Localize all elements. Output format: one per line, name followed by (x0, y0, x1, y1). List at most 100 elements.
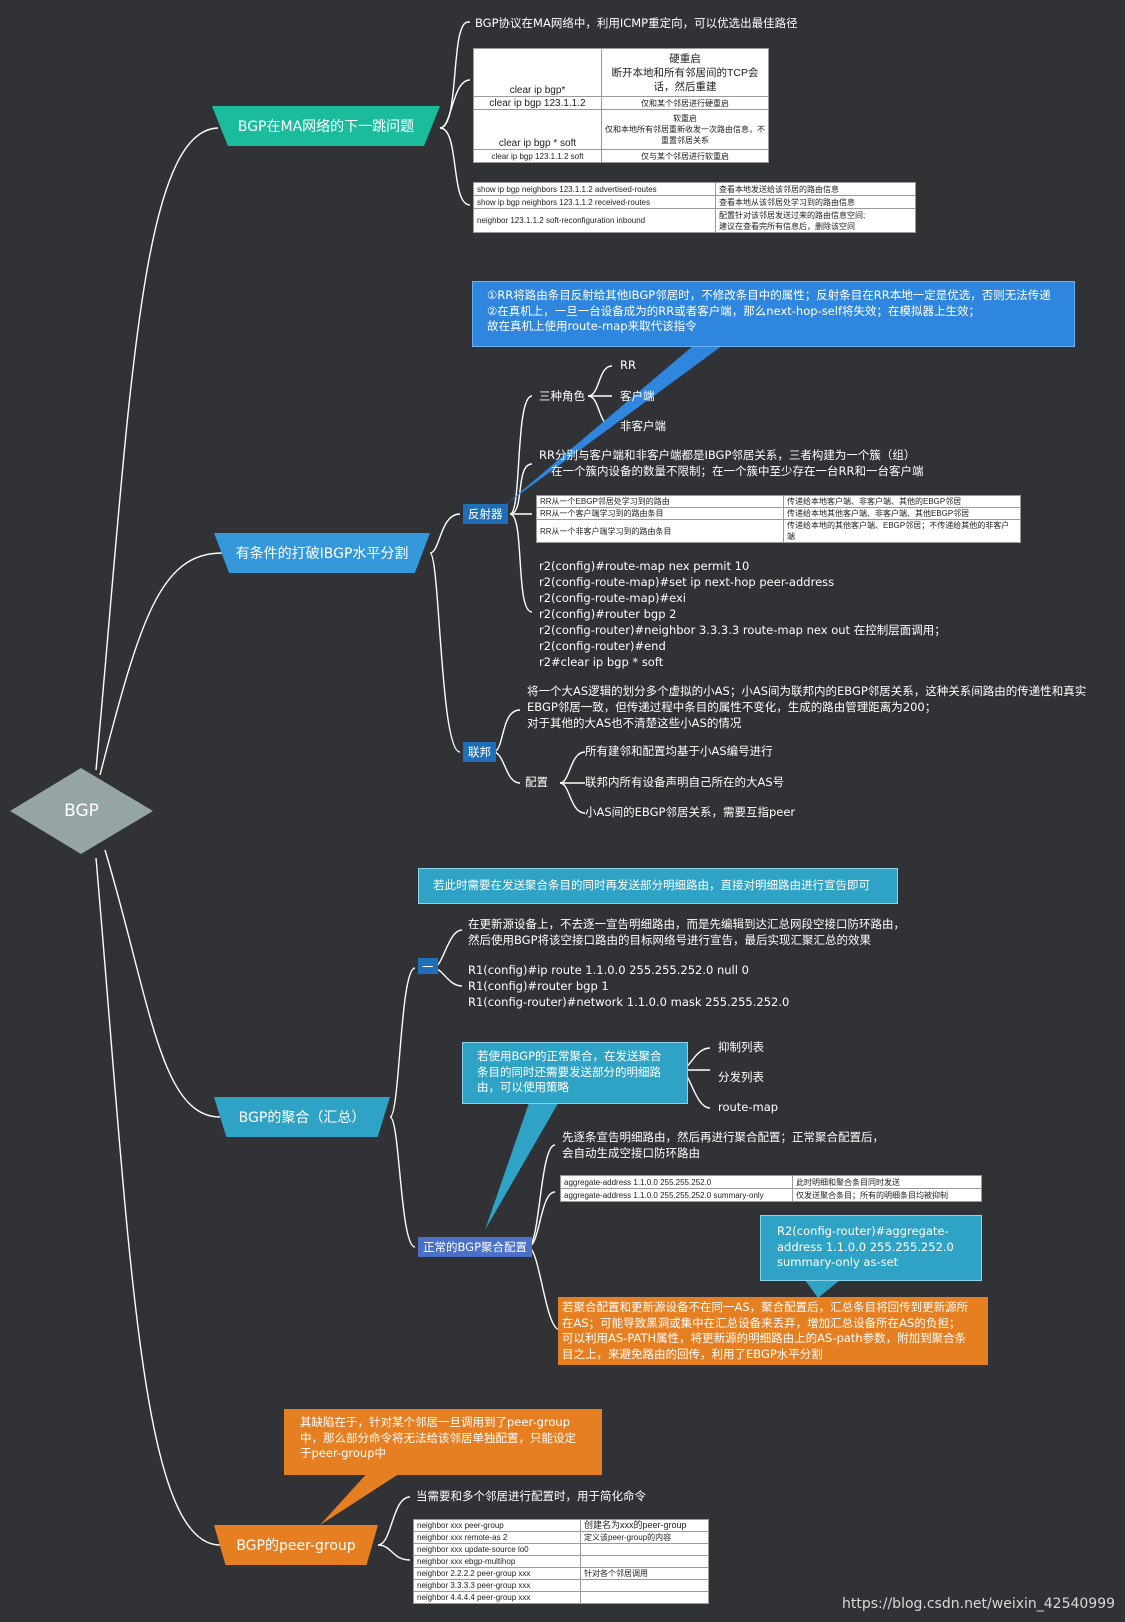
callout-line: 于peer-group中 (300, 1446, 386, 1460)
table-cell (580, 1555, 709, 1568)
roles-label: 三种角色 (539, 389, 585, 403)
normal-aggregation-tag[interactable]: 正常的BGP聚合配置 (418, 1237, 533, 1257)
note-line: 在AS；可能导致黑洞或集中在汇总设备来丢弃，增加汇总设备所在AS的负担； (562, 1315, 961, 1330)
peer-group-note: 当需要和多个邻居进行配置时，用于简化命令 (416, 1489, 646, 1503)
table-cell: clear ip bgp * soft (473, 109, 602, 150)
reflector-tag[interactable]: 反射器 (463, 504, 508, 524)
table-cell (580, 1591, 709, 1604)
desc-line: 然后使用BGP将该空接口路由的目标网络号进行宣告，最后实现汇聚汇总的效果 (468, 933, 872, 947)
table-cell: 仅发送聚合条目；所有的明细条目均被抑制 (792, 1188, 982, 1202)
rr-relation-line2: 在一个簇内设备的数量不限制；在一个簇中至少存在一台RR和一台客户端 (551, 464, 924, 478)
table-cell: 传递给本地客户端、非客户端、其他的EBGP邻居 (783, 495, 1021, 508)
command-line: R1(config)#router bgp 1 (468, 979, 609, 993)
confed-config-label: 配置 (525, 775, 548, 789)
table-cell (580, 1579, 709, 1592)
table-cell: 传递给本地的其他客户端、EBGP邻居；不传递给其他的非客户端 (783, 519, 1021, 543)
table-cell: RR从一个EBGP邻居处学习到的路由 (536, 495, 784, 508)
note-line: 可以利用AS-PATH属性，将更新源的明细路由上的AS-path参数，附加到聚合… (562, 1331, 967, 1345)
callout-line: 若使用BGP的正常聚合，在发送聚合 (477, 1049, 662, 1063)
watermark: https://blog.csdn.net/weixin_42540999 (842, 1596, 1116, 1612)
role-client: 客户端 (620, 389, 655, 403)
detail-route-callout: 若此时需要在发送聚合条目的同时再发送部分明细路由，直接对明细路由进行宣告即可 (418, 868, 898, 904)
table-cell: RR从一个客户端学习到的路由条目 (536, 507, 784, 520)
root-label: BGP (64, 801, 99, 821)
confed-desc-line: 将一个大AS逻辑的划分多个虚拟的小AS；小AS间为联邦内的EBGP邻居关系，这种… (527, 684, 1087, 698)
command-line: r2(config-route-map)#exi (539, 591, 686, 605)
rr-callout: ①RR将路由条目反射给其他IBGP邻居时，不修改条目中的属性；反射条目在RR本地… (472, 281, 1075, 347)
command-line: r2(config-route-map)#set ip next-hop pee… (539, 575, 835, 589)
table-cell: clear ip bgp 123.1.1.2 (473, 96, 602, 110)
confed-desc-line: EBGP邻居一致，但传递过程中条目的属性不变化，生成的路由管理距离为200； (527, 700, 937, 714)
table-cell: aggregate-address 1.1.0.0 255.255.252.0 … (560, 1188, 793, 1202)
normal-aggregation-desc: 先逐条宣告明细路由，然后再进行聚合配置；正常聚合配置后， 会自动生成空接口防环路… (562, 1129, 884, 1161)
table-cell: RR从一个非客户端学习到的路由条目 (536, 519, 784, 543)
table-cell: neighbor xxx ebgp-multihop (413, 1555, 581, 1568)
root-node[interactable]: BGP (10, 768, 153, 854)
branch-ibgp-split-horizon[interactable]: 有条件的打破IBGP水平分割 (214, 533, 430, 573)
table-cell: 传递给本地其他客户端、非客户端、其他EBGP邻居 (783, 507, 1021, 520)
table-cell: 仅与某个邻居进行软重启 (601, 149, 769, 163)
role-rr: RR (620, 358, 636, 372)
table-cell: show ip bgp neighbors 123.1.1.2 received… (473, 195, 716, 209)
branch-aggregation[interactable]: BGP的聚合（汇总） (214, 1097, 390, 1137)
command-line: R1(config)#ip route 1.1.0.0 255.255.252.… (468, 963, 749, 977)
rr-rules-table: RR从一个EBGP邻居处学习到的路由传递给本地客户端、非客户端、其他的EBGP邻… (536, 495, 1021, 543)
table-cell: 定义该peer-group的内容 (580, 1531, 709, 1544)
command-line: R1(config-router)#network 1.1.0.0 mask 2… (468, 995, 790, 1009)
command-line: r2#clear ip bgp * soft (539, 655, 664, 669)
confed-config-item: 联邦内所有设备声明自己所在的大AS号 (585, 775, 785, 789)
callout-line: summary-only as-set (777, 1255, 899, 1269)
rr-command-block: r2(config)#route-map nex permit 10 r2(co… (539, 558, 946, 670)
method-one-tag[interactable]: 一 (418, 958, 438, 974)
table-cell: neighbor xxx update-source lo0 (413, 1543, 581, 1556)
show-bgp-table: show ip bgp neighbors 123.1.1.2 advertis… (473, 182, 916, 233)
table-cell: neighbor 2.2.2.2 peer-group xxx (413, 1567, 581, 1580)
callout-line: 条目的同时还需要发送部分的明细路 (477, 1064, 661, 1079)
policy-item: 抑制列表 (718, 1040, 764, 1054)
clear-bgp-table: clear ip bgp*硬重启 断开本地和所有邻居间的TCP会话，然后重建 c… (473, 48, 769, 163)
callout-line: address 1.1.0.0 255.255.252.0 (777, 1239, 954, 1254)
branch-peer-group[interactable]: BGP的peer-group (214, 1525, 378, 1565)
table-cell: neighbor xxx remote-as 2 (413, 1531, 581, 1544)
as-set-callout: R2(config-router)#aggregate- address 1.1… (760, 1215, 982, 1281)
method-one-desc: 在更新源设备上，不去逐一宣告明细路由，而是先编辑到达汇总网段空接口防环路由， 然… (468, 916, 905, 948)
confed-tag[interactable]: 联邦 (463, 742, 496, 762)
command-line: r2(config)#route-map nex permit 10 (539, 559, 750, 573)
desc-line: 会自动生成空接口防环路由 (562, 1146, 700, 1160)
table-cell: clear ip bgp* (473, 48, 602, 97)
branch-ma-nexthop[interactable]: BGP在MA网络的下一跳问题 (212, 106, 440, 146)
method-one-commands: R1(config)#ip route 1.1.0.0 255.255.252.… (468, 962, 789, 1010)
table-cell: clear ip bgp 123.1.1.2 soft (473, 149, 602, 163)
table-cell: 仅和某个邻居进行硬重启 (601, 96, 769, 110)
table-cell: neighbor 123.1.1.2 soft-reconfiguration … (473, 208, 716, 233)
peer-group-callout: 其缺陷在于，针对某个邻居一旦调用到了peer-group 中，那么部分命令将无法… (284, 1409, 602, 1475)
desc-line: 先逐条宣告明细路由，然后再进行聚合配置；正常聚合配置后， (562, 1130, 884, 1144)
confed-config-item: 小AS间的EBGP邻居关系，需要互指peer (585, 805, 796, 819)
role-nonclient: 非客户端 (620, 419, 666, 433)
table-cell: 此时明细和聚合条目同时发送 (792, 1175, 982, 1189)
table-cell: 针对各个邻居调用 (580, 1567, 709, 1580)
policy-item: 分发列表 (718, 1070, 764, 1084)
table-cell (580, 1543, 709, 1556)
as-path-note: 若聚合配置和更新源设备不在同一AS，聚合配置后，汇总条目将回传到更新源所 在AS… (558, 1297, 988, 1365)
callout-line: 故在真机上使用route-map来取代该指令 (487, 319, 697, 333)
table-cell: neighbor 3.3.3.3 peer-group xxx (413, 1579, 581, 1592)
confed-desc-line: 对于其他的大AS也不清楚这些小AS的情况 (527, 716, 742, 730)
command-line: r2(config-router)#neighbor 3.3.3.3 route… (539, 623, 946, 637)
callout-line: ①RR将路由条目反射给其他IBGP邻居时，不修改条目中的属性；反射条目在RR本地… (487, 288, 1051, 302)
policy-item: route-map (718, 1100, 779, 1114)
command-line: r2(config-router)#end (539, 639, 666, 653)
rr-relation-line1: RR分别与客户端和非客户端都是IBGP邻居关系，三者构建为一个簇（组） (539, 448, 916, 462)
table-cell: neighbor xxx peer-group (413, 1519, 581, 1532)
table-cell: 配置针对该邻居发送过来的路由信息空间; 建议在查看完所有信息后，删除该空间 (715, 208, 916, 233)
confed-desc: 将一个大AS逻辑的划分多个虚拟的小AS；小AS间为联邦内的EBGP邻居关系，这种… (527, 683, 1086, 731)
table-cell: neighbor 4.4.4.4 peer-group xxx (413, 1591, 581, 1604)
policy-callout: 若使用BGP的正常聚合，在发送聚合 条目的同时还需要发送部分的明细路 由，可以使… (462, 1042, 688, 1104)
table-cell: 创建名为xxx的peer-group (580, 1519, 709, 1532)
callout-line: ②在真机上，一旦一台设备成为的RR或者客户端，那么next-hop-self将失… (487, 303, 980, 318)
desc-line: 在更新源设备上，不去逐一宣告明细路由，而是先编辑到达汇总网段空接口防环路由， (468, 917, 905, 931)
command-line: r2(config)#router bgp 2 (539, 607, 677, 621)
